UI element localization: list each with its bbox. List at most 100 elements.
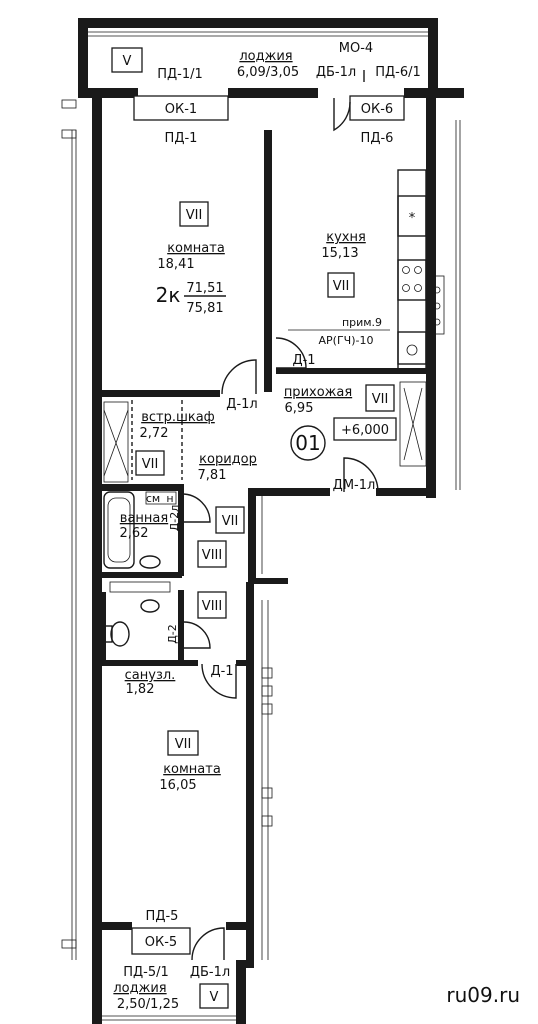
apartment-number-circle	[290, 425, 326, 461]
apartment-number: 01	[295, 431, 320, 455]
kitchen-label: кухня	[326, 230, 366, 245]
wc-zone: VIII	[202, 599, 222, 614]
room2-area: 16,05	[159, 778, 196, 793]
wc: VIII Д-2 санузл. 1,82 Д-1	[98, 581, 250, 699]
apartment-level: +6,000	[341, 423, 389, 438]
apartment-prefix: 2к	[156, 283, 181, 307]
loggia-bottom-label: лоджия	[113, 981, 166, 996]
fridge	[397, 195, 427, 237]
window-bottom-pd: ПД-5	[146, 909, 179, 924]
outer-right-wall	[426, 98, 461, 498]
bottom-loggia: ПД-5/1 ДБ-1л лоджия 2,50/1,25 V	[92, 960, 246, 1024]
corridor-label: коридор	[199, 452, 257, 467]
apartment-area-total: 75,81	[186, 301, 223, 316]
closet: встр.шкаф 2,72 VII коридор 7,81	[103, 400, 257, 483]
vent-shaft	[429, 275, 445, 335]
room1-area: 18,41	[157, 257, 194, 272]
door-d2l: Д-2л	[168, 505, 181, 532]
room-2: VII комната 16,05 ПД-5 ОК-5	[102, 730, 248, 961]
kitchen-zone-box	[327, 272, 355, 298]
facade-wall: ОК-1 ПД-1 ОК-6 ПД-6	[78, 88, 464, 146]
loggia-zone: V	[123, 54, 132, 69]
inner-step-walls	[246, 488, 288, 968]
loggia-bottom-zone-box	[199, 983, 229, 1009]
bath-area: 2,62	[120, 526, 149, 541]
riser-icon	[433, 318, 441, 326]
closet-shelves	[103, 401, 129, 483]
zone-box	[111, 47, 143, 73]
hallway-label: прихожая	[284, 385, 352, 400]
window-left-pd: ПД-1	[165, 131, 198, 146]
wc-basin	[140, 599, 160, 613]
bathroom: см н ванная 2,62 Д-2л VII VIII	[102, 484, 245, 578]
washbasin	[139, 555, 161, 569]
hallway-area: 6,95	[285, 401, 314, 416]
room1-zone-box	[179, 201, 209, 227]
wc-area: 1,82	[126, 682, 155, 697]
hallway-zone: VII	[372, 392, 389, 407]
room2-zone-box	[167, 730, 199, 756]
kitchen: кухня 15,13 VII прим.9 АР(ГЧ)-10 Д-1 *	[275, 169, 445, 374]
kitchen-zone: VII	[333, 279, 350, 294]
window-left	[133, 95, 229, 121]
riser-icon	[433, 302, 441, 310]
loggia-bottom-door: ДБ-1л	[190, 965, 230, 980]
closet-zone: VII	[142, 457, 159, 472]
bath-label: ванная	[120, 511, 168, 526]
room2-label: комната	[163, 762, 221, 777]
closet-area: 2,72	[140, 426, 169, 441]
kitchen-note: прим.9	[342, 316, 382, 329]
room1-zone: VII	[186, 208, 203, 223]
corridor-area: 7,81	[198, 468, 227, 483]
room-1: VII комната 18,41 2к 71,51 75,81 Д-1л	[102, 130, 272, 412]
sink-drain-icon	[406, 344, 418, 356]
bath-sm: см	[146, 492, 160, 505]
stove-icon: *	[409, 211, 416, 226]
bath-zone2: VIII	[202, 548, 222, 563]
window-right-pd: ПД-6	[361, 131, 394, 146]
door-d1: Д-1	[292, 353, 315, 368]
door-d2: Д-2	[166, 624, 179, 644]
burner-icon	[414, 266, 422, 274]
kitchen-mark: АР(ГЧ)-10	[319, 334, 374, 347]
door-d1l: Д-1л	[226, 397, 257, 412]
window-right	[349, 95, 405, 121]
kitchen-area: 15,13	[321, 246, 358, 261]
burner-icon	[402, 284, 410, 292]
loggia-label: лоджия	[239, 49, 292, 64]
wc-label: санузл.	[125, 668, 176, 683]
sink	[397, 331, 427, 365]
door-dm: ДМ-1л	[333, 478, 376, 493]
loggia-bottom-area: 2,50/1,25	[117, 997, 179, 1012]
toilet	[110, 621, 130, 647]
door-d1b: Д-1	[210, 664, 233, 679]
outer-left-wall	[61, 98, 102, 968]
bath-zone-box	[215, 506, 245, 534]
wc-zone-box	[197, 591, 227, 619]
loggia-panel-right: ПД-6/1	[375, 65, 421, 80]
hallway: прихожая 6,95 VII 01 +6,000 ДМ-1л	[248, 381, 436, 496]
bath-zone2-box	[197, 540, 227, 568]
riser-icon	[433, 286, 441, 294]
burner-icon	[402, 266, 410, 274]
burner-icon	[414, 284, 422, 292]
hallway-zone-box	[365, 384, 395, 412]
loggia-panel-left: ПД-1/1	[157, 67, 203, 82]
window-bottom-ok: ОК-5	[145, 935, 177, 950]
window-left-ok: ОК-1	[165, 102, 197, 117]
room2-zone: VII	[175, 737, 192, 752]
apartment-area-living: 71,51	[186, 281, 223, 296]
window-right-ok: ОК-6	[361, 102, 393, 117]
loggia-mark: МО-4	[339, 41, 373, 56]
watermark: ru09.ru	[446, 983, 520, 1007]
level-box	[333, 417, 397, 441]
loggia-door: ДБ-1л	[316, 65, 356, 80]
bath-h: н	[166, 492, 173, 505]
bath-zone: VII	[222, 514, 239, 529]
loggia-area: 6,09/3,05	[237, 65, 299, 80]
closet-zone-box	[135, 450, 165, 476]
loggia-bottom-panel: ПД-5/1	[123, 965, 169, 980]
window-bottom	[131, 927, 191, 955]
room1-label: комната	[167, 241, 225, 256]
